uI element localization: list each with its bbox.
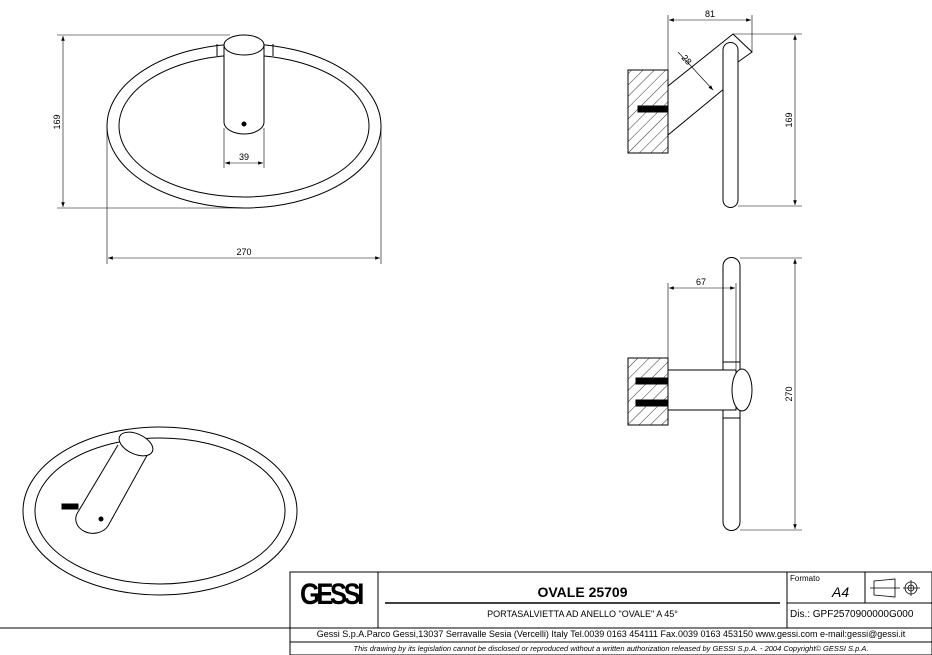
format-value: A4: [832, 584, 850, 600]
dim-tube-diameter: 39: [239, 152, 249, 162]
gessi-logo: GESSI: [300, 578, 364, 611]
front-view: [57, 34, 382, 264]
copyright-disclaimer: This drawing by its legislation cannot b…: [353, 644, 869, 653]
dim-side-height: 169: [784, 112, 794, 127]
isometric-view: [22, 426, 298, 596]
drawing-number: Dis.: GPF2570900000G000: [790, 609, 914, 620]
dim-rear-height: 270: [784, 386, 794, 401]
side-view: [627, 15, 802, 208]
drawing-title: OVALE 25709: [537, 584, 628, 600]
dim-front-height: 169: [52, 114, 62, 129]
company-address: Gessi S.p.A.Parco Gessi,13037 Serravalle…: [316, 629, 906, 639]
title-block-frame: [0, 571, 932, 655]
format-label: Formato: [790, 574, 820, 583]
dim-rear-depth: 67: [696, 277, 706, 287]
rear-view: [627, 257, 802, 531]
dim-front-width: 270: [236, 247, 251, 257]
drawing-subtitle: PORTASALVIETTA AD ANELLO "OVALE" A 45°: [487, 609, 678, 619]
dim-side-arm: 28: [680, 53, 694, 67]
dim-side-depth: 81: [705, 9, 715, 19]
